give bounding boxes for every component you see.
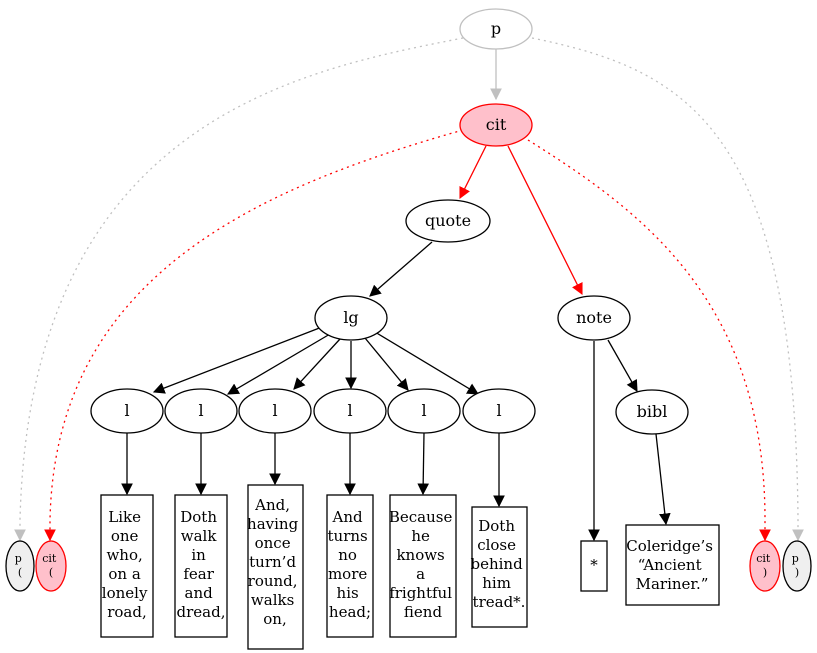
node-l-label: l: [198, 401, 203, 420]
edge-lg-l6: [374, 331, 480, 395]
node-lg: lg: [314, 295, 388, 341]
edge-cit-citclose: [527, 139, 771, 542]
node-quote: quote: [405, 199, 491, 243]
leaf-line-6: Doth close behind him tread*.: [471, 506, 528, 628]
edges: [14, 37, 804, 542]
leaf-line-5: Because he knows a frightful fiend: [389, 494, 457, 638]
edge-p-popen: [14, 37, 464, 542]
svg-text:Because he knows: Because he knows a frightful fiend: [389, 508, 457, 621]
node-l-4: l: [313, 388, 387, 434]
node-l-label: l: [124, 401, 129, 420]
leaf-line-2: Doth walk in fear and dread,: [174, 494, 228, 638]
node-p: p: [459, 8, 533, 50]
edge-quote-lg: [369, 241, 433, 297]
svg-text:And, having once: And, having once turn’d round, walks on,: [247, 496, 303, 628]
svg-text:cit ): cit ): [756, 552, 774, 579]
node-cit-label: cit: [486, 115, 507, 134]
leaf-line-4: And turns no more his head;: [326, 494, 374, 638]
svg-text:And turns no: And turns no more his head;: [328, 508, 373, 621]
marker-p-open: p (: [5, 540, 35, 592]
node-lg-label: lg: [343, 308, 358, 327]
leaf-line-3: And, having once turn’d round, walks on,: [247, 484, 304, 650]
node-l-label: l: [496, 401, 501, 420]
svg-text:p ): p ): [792, 552, 803, 579]
svg-text:Like one who,: Like one who, on a lonely road,: [102, 508, 152, 621]
edge-bibl-leaf: [655, 433, 671, 526]
edge-cit-quote: [459, 145, 487, 200]
node-l-6: l: [462, 388, 536, 434]
edge-p-pclose: [531, 37, 804, 542]
edge-lg-l3: [293, 338, 341, 390]
svg-text:cit (: cit (: [42, 552, 60, 579]
edge-cit-note: [507, 145, 583, 296]
edge-lg-l1: [152, 326, 323, 394]
leaf-bibl-text: Coleridge’s “Ancient Mariner.”: [625, 524, 720, 606]
node-l-3: l: [238, 388, 312, 434]
node-cit: cit: [459, 103, 533, 147]
edge-l5-leaf: [417, 432, 430, 496]
svg-text:*: *: [590, 556, 598, 574]
node-note: note: [557, 295, 631, 341]
node-l-label: l: [347, 401, 352, 420]
node-l-label: l: [272, 401, 277, 420]
node-l-2: l: [164, 388, 238, 434]
node-l-5: l: [387, 388, 461, 434]
node-quote-label: quote: [425, 211, 471, 230]
marker-p-close: p ): [782, 540, 812, 592]
node-bibl: bibl: [615, 389, 689, 435]
marker-cit-open: cit (: [35, 540, 67, 592]
node-note-label: note: [576, 308, 612, 327]
node-bibl-label: bibl: [637, 402, 668, 421]
leaf-line-1: Like one who, on a lonely road,: [100, 494, 154, 638]
leaf-note-marker: *: [580, 540, 608, 592]
svg-text:Doth close behind: Doth close behind him tread*.: [471, 517, 528, 611]
svg-text:p (: p (: [15, 552, 26, 579]
svg-text:Doth walk in: Doth walk in fear and dread,: [177, 508, 226, 621]
node-l-1: l: [90, 388, 164, 434]
edge-lg-l5: [364, 337, 409, 391]
edge-lg-l2: [226, 333, 331, 395]
node-p-label: p: [491, 19, 501, 38]
marker-cit-close: cit ): [749, 540, 781, 592]
svg-text:Coleridge’s “Ancient: Coleridge’s “Ancient Mariner.”: [626, 537, 717, 593]
edge-cit-citopen: [44, 129, 464, 542]
node-l-label: l: [421, 401, 426, 420]
edge-note-bibl: [607, 339, 638, 393]
